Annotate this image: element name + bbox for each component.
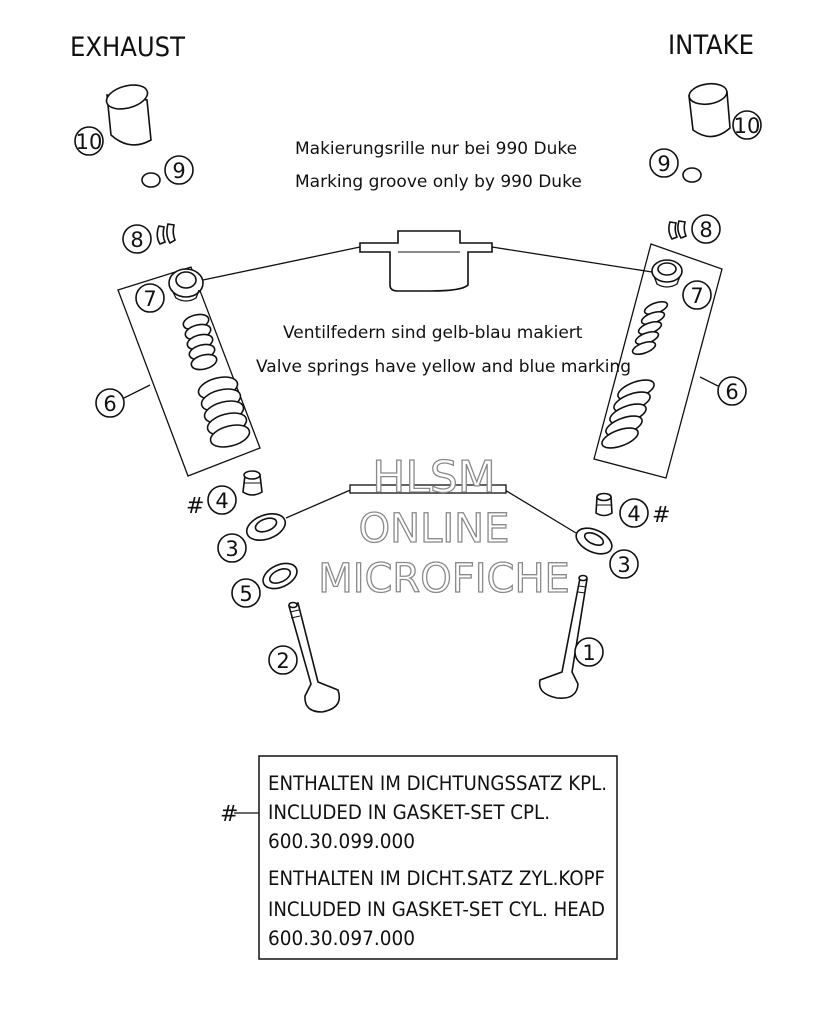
springs-note-english: Valve springs have yellow and blue marki…: [256, 357, 631, 377]
exhaust-bucket-tappet: [105, 84, 152, 146]
exhaust-callout-5: 5: [231, 578, 261, 608]
legend-line-4: ENTHALTEN IM DICHT.SATZ ZYL.KOPF: [268, 867, 605, 890]
exhaust-valve-collets: [156, 223, 177, 245]
svg-text:7: 7: [143, 287, 156, 311]
exhaust-outer-spring: [197, 376, 251, 448]
exhaust-valve: [288, 601, 341, 713]
intake-callout-6: 6: [699, 376, 747, 406]
exhaust-callout-9: 9: [164, 155, 194, 185]
exhaust-shim: [141, 172, 161, 188]
exhaust-washer: [262, 562, 298, 590]
svg-text:6: 6: [725, 380, 738, 404]
exhaust-spring-seat: [245, 487, 356, 541]
watermark: HLSM ONLINE MICROFICHE: [318, 451, 571, 602]
svg-text:3: 3: [617, 553, 630, 577]
legend-line-3: 600.30.099.000: [268, 830, 415, 853]
exhaust-hash-marker: #: [186, 494, 204, 519]
watermark-line-1: HLSM: [372, 452, 496, 503]
exhaust-callout-6: 6: [95, 384, 151, 418]
svg-text:1: 1: [582, 641, 595, 665]
svg-text:8: 8: [130, 228, 143, 252]
intake-hash-marker: #: [652, 503, 670, 528]
exhaust-callout-10: 10: [74, 126, 104, 156]
intake-callout-4: 4: [619, 498, 649, 528]
svg-text:8: 8: [699, 218, 712, 242]
exhaust-callout-3: 3: [217, 533, 247, 563]
marking-groove-detail: [202, 230, 653, 292]
intake-spring-retainer: [651, 259, 683, 288]
intake-valve: [538, 574, 588, 700]
exhaust-spring-retainer: [168, 268, 204, 302]
svg-text:3: 3: [225, 537, 238, 561]
svg-text:9: 9: [172, 159, 185, 183]
legend-hash-marker: #: [220, 802, 238, 827]
intake-callout-9: 9: [649, 148, 679, 178]
exhaust-callout-7: 7: [135, 283, 165, 313]
svg-text:4: 4: [627, 502, 640, 526]
intake-callout-3: 3: [609, 549, 639, 579]
intake-bucket-tappet: [688, 82, 731, 138]
intake-callout-10: 10: [732, 110, 762, 140]
intake-inner-spring: [631, 300, 669, 356]
exhaust-callout-8: 8: [122, 224, 152, 254]
exhaust-header: EXHAUST: [70, 32, 185, 63]
intake-callout-1: 1: [574, 637, 604, 667]
exhaust-callout-4: 4: [207, 485, 237, 515]
svg-text:7: 7: [690, 284, 703, 308]
svg-text:6: 6: [103, 392, 116, 416]
intake-valve-stem-seal: [595, 492, 613, 517]
svg-text:4: 4: [215, 489, 228, 513]
legend-line-6: 600.30.097.000: [268, 927, 415, 950]
legend-line-2: INCLUDED IN GASKET-SET CPL.: [268, 801, 550, 824]
groove-note-german: Makierungsrille nur bei 990 Duke: [295, 139, 577, 159]
exhaust-valve-stem-seal: [242, 470, 263, 496]
legend-line-1: ENTHALTEN IM DICHTUNGSSATZ KPL.: [268, 772, 607, 795]
watermark-line-2: ONLINE: [359, 506, 510, 552]
exhaust-spring-kit-frame: [117, 266, 261, 477]
intake-shim: [682, 167, 702, 183]
exhaust-valve-group: [105, 84, 356, 713]
intake-valve-group: [499, 82, 731, 700]
intake-valve-collets: [668, 220, 688, 240]
intake-callout-7: 7: [682, 280, 712, 310]
gasket-set-legend: # ENTHALTEN IM DICHTUNGSSATZ KPL. INCLUD…: [220, 755, 618, 960]
groove-note-english: Marking groove only by 990 Duke: [295, 172, 582, 192]
intake-header: INTAKE: [668, 30, 754, 61]
svg-text:9: 9: [657, 152, 670, 176]
exhaust-callout-2: 2: [268, 645, 298, 675]
intake-spring-seat: [499, 486, 613, 555]
exhaust-inner-spring: [182, 313, 218, 371]
intake-callout-8: 8: [691, 214, 721, 244]
svg-text:2: 2: [276, 649, 289, 673]
watermark-line-3: MICROFICHE: [318, 556, 570, 602]
springs-note-german: Ventilfedern sind gelb-blau makiert: [283, 323, 583, 343]
intake-spring-kit-frame: [593, 243, 723, 479]
svg-text:10: 10: [76, 130, 103, 154]
legend-line-5: INCLUDED IN GASKET-SET CYL. HEAD: [268, 898, 605, 921]
intake-outer-spring: [601, 379, 655, 449]
svg-text:5: 5: [239, 582, 252, 606]
svg-text:10: 10: [734, 114, 761, 138]
